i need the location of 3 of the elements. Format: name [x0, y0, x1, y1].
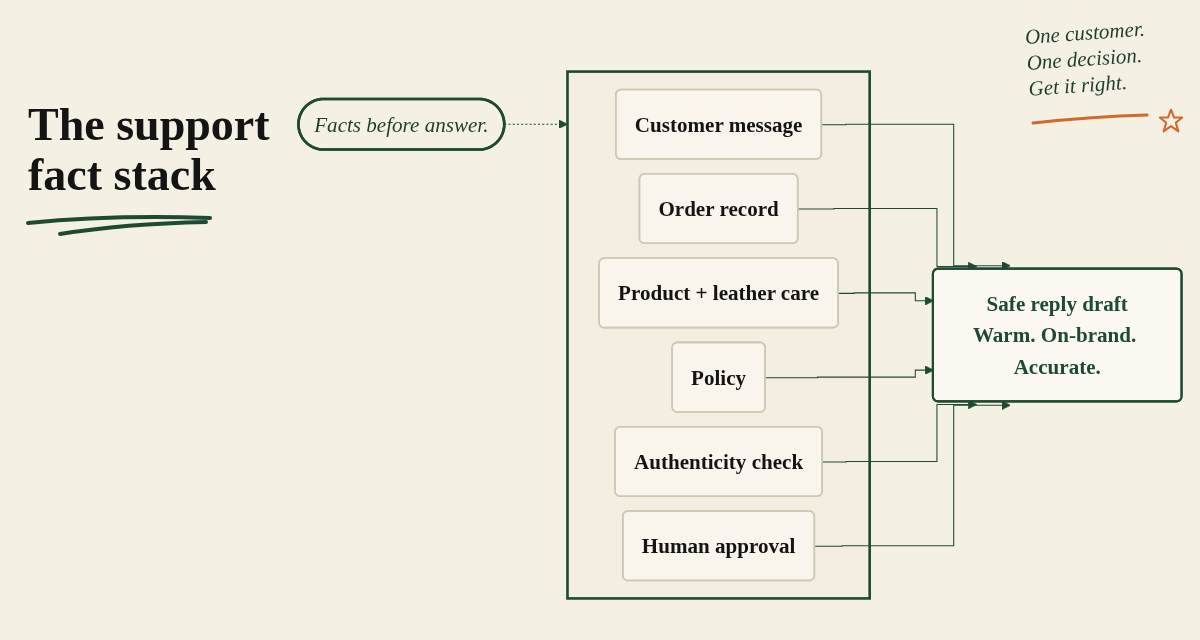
handwritten-note: One customer. One decision. Get it right. [1024, 15, 1147, 102]
diagram-title: The support fact stack [28, 100, 271, 200]
cluster [566, 70, 871, 600]
